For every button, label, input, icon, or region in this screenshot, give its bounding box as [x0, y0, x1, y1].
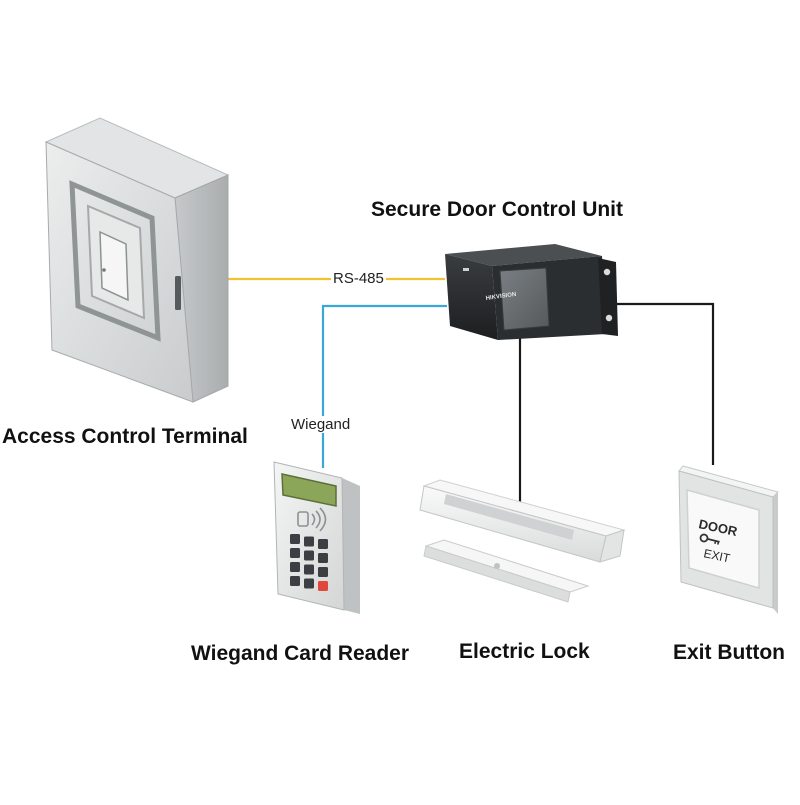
armature-plate-screw: [494, 563, 500, 569]
unit-mount-hole-upper: [603, 268, 611, 276]
unit-brand-text: HIKVISION: [485, 292, 516, 302]
wiegand-card-reader-device: [273, 461, 360, 614]
exit-button-exit-text: EXIT: [702, 546, 732, 565]
keypad-key: [290, 548, 300, 558]
wiegand-label: Wiegand: [289, 416, 353, 433]
rs485-label: RS-485: [331, 270, 386, 287]
keypad-key: [290, 576, 300, 586]
unit-top: [445, 244, 602, 266]
reader-display: [281, 473, 337, 507]
unit-mount-bracket: [598, 258, 618, 336]
lock-magnet-strip: [444, 494, 574, 540]
keypad-key: [290, 562, 300, 572]
keypad: [290, 534, 328, 591]
wiegand-wire: [321, 304, 447, 468]
exit-button-device: DOOR EXIT: [678, 465, 779, 614]
exit-button-face: [686, 489, 760, 589]
keypad-key: [304, 550, 314, 561]
keypad-key: [318, 581, 328, 591]
keypad-key: [318, 539, 328, 549]
door-icon-knob: [102, 268, 106, 272]
access-control-terminal-device: [44, 117, 230, 403]
unit-mount-hole-lower: [605, 314, 613, 322]
exit-button-label: Exit Button: [673, 641, 785, 664]
electric-lock-label: Electric Lock: [459, 640, 590, 663]
keypad-key: [304, 536, 314, 547]
keypad-key: [304, 564, 314, 575]
door-icon: [99, 230, 129, 302]
electric-lock-device: [419, 479, 626, 603]
armature-plate-front: [423, 545, 571, 603]
cabinet-handle: [175, 276, 181, 310]
secure-door-control-unit-label: Secure Door Control Unit: [371, 198, 624, 221]
keypad-key: [304, 578, 314, 589]
reader-side: [342, 478, 360, 614]
unit-front: [445, 254, 498, 340]
unit-panel: [499, 267, 550, 331]
secure-door-control-unit-device: HIKVISION: [445, 244, 618, 340]
exit-button-wire: [612, 302, 715, 465]
contactless-icon: [297, 507, 327, 532]
lock-end: [599, 529, 625, 563]
cabinet-door-frame: [69, 180, 161, 342]
keypad-key: [318, 567, 328, 577]
wiegand-card-reader-label: Wiegand Card Reader: [191, 642, 410, 665]
unit-led: [463, 268, 469, 271]
keypad-key: [318, 553, 328, 563]
keypad-key: [290, 534, 300, 544]
exit-plate-side: [773, 492, 778, 614]
key-icon: [699, 533, 720, 545]
access-control-terminal-label: Access Control Terminal: [2, 425, 248, 448]
